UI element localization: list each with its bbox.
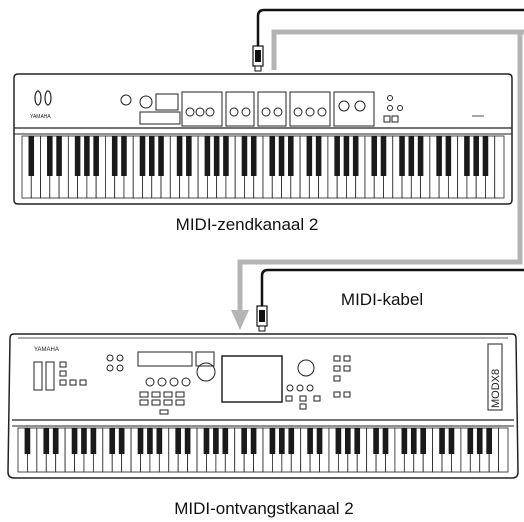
black-key [52, 428, 59, 454]
top-wheels [34, 90, 52, 106]
white-key [498, 427, 509, 473]
black-key [148, 136, 155, 176]
cable-group [231, 8, 524, 330]
black-key [24, 428, 31, 454]
bottom-brand-logo: YAMAHA [34, 347, 59, 353]
black-key [399, 136, 405, 176]
black-key [473, 136, 479, 176]
black-key [184, 428, 191, 454]
black-key [90, 428, 97, 454]
black-key [269, 136, 276, 176]
modx-logo-area: MODX8 [487, 343, 503, 411]
black-key [316, 428, 323, 454]
black-key [439, 428, 445, 454]
bottom-midi-plug [256, 305, 268, 332]
black-key [373, 428, 379, 454]
black-key [420, 428, 427, 454]
black-key [213, 428, 219, 454]
black-key [278, 136, 285, 176]
black-key [156, 428, 163, 454]
black-key [445, 136, 452, 176]
black-key [344, 428, 351, 454]
black-key [279, 428, 285, 454]
bottom-keyboard: YAMAHA [7, 333, 519, 479]
cable-label: MIDI-kabel [341, 290, 423, 309]
black-key [139, 136, 146, 176]
black-key [288, 136, 294, 176]
top-keybed [21, 135, 505, 199]
black-key [354, 428, 361, 454]
black-key [401, 428, 408, 454]
black-key [93, 136, 99, 176]
black-key [380, 136, 387, 176]
bottom-keybed [17, 427, 509, 473]
black-key [43, 428, 50, 454]
black-key [118, 428, 125, 454]
black-key [482, 136, 489, 176]
black-key [371, 136, 378, 176]
black-key [335, 428, 342, 454]
black-key [121, 136, 127, 176]
black-key [28, 136, 35, 176]
black-key [334, 136, 340, 176]
black-key [448, 428, 455, 454]
top-midi-plug [252, 45, 264, 72]
top-brand-logo: YAMAHA [30, 114, 51, 120]
gray-midi-cable-return [237, 32, 523, 314]
top-keyboard: YAMAHA [13, 73, 513, 205]
bottom-model-logo: MODX8 [490, 369, 502, 408]
black-key [464, 136, 470, 176]
black-midi-cable [256, 8, 524, 46]
black-key [175, 428, 182, 454]
black-key [269, 428, 276, 454]
white-key [494, 135, 505, 199]
black-key [74, 136, 81, 176]
black-key [476, 428, 483, 454]
black-key [306, 136, 313, 176]
black-key [410, 428, 417, 454]
black-key [467, 428, 474, 454]
black-key [250, 136, 257, 176]
black-key [203, 428, 210, 454]
receive-channel-label: MIDI-ontvangstkanaal 2 [174, 499, 354, 518]
black-key [241, 428, 247, 454]
gray-cable-arrowhead [231, 310, 249, 330]
black-key [408, 136, 415, 176]
black-key [84, 136, 90, 176]
black-key [352, 136, 359, 176]
black-key [137, 428, 144, 454]
black-key [417, 136, 424, 176]
black-key [176, 136, 183, 176]
black-midi-cable-lower [260, 268, 524, 306]
gray-midi-cable [271, 29, 524, 70]
black-key [223, 136, 229, 176]
send-channel-label: MIDI-zendkanaal 2 [176, 215, 319, 234]
black-key [436, 136, 442, 176]
black-key [47, 136, 53, 176]
black-key [307, 428, 313, 454]
black-key [213, 136, 220, 176]
black-key [204, 136, 211, 176]
black-key [288, 428, 295, 454]
bottom-control-panel [33, 351, 351, 415]
black-key [315, 136, 322, 176]
black-key [250, 428, 257, 454]
black-key [81, 428, 87, 454]
black-key [56, 136, 62, 176]
black-key [222, 428, 229, 454]
black-key [111, 136, 118, 176]
black-key [147, 428, 153, 454]
black-key [486, 428, 492, 454]
black-key [241, 136, 248, 176]
top-control-panel [120, 91, 403, 127]
black-key [158, 136, 164, 176]
black-key [343, 136, 350, 176]
black-key [186, 136, 192, 176]
black-key [109, 428, 116, 454]
black-key [71, 428, 78, 454]
black-key [382, 428, 389, 454]
